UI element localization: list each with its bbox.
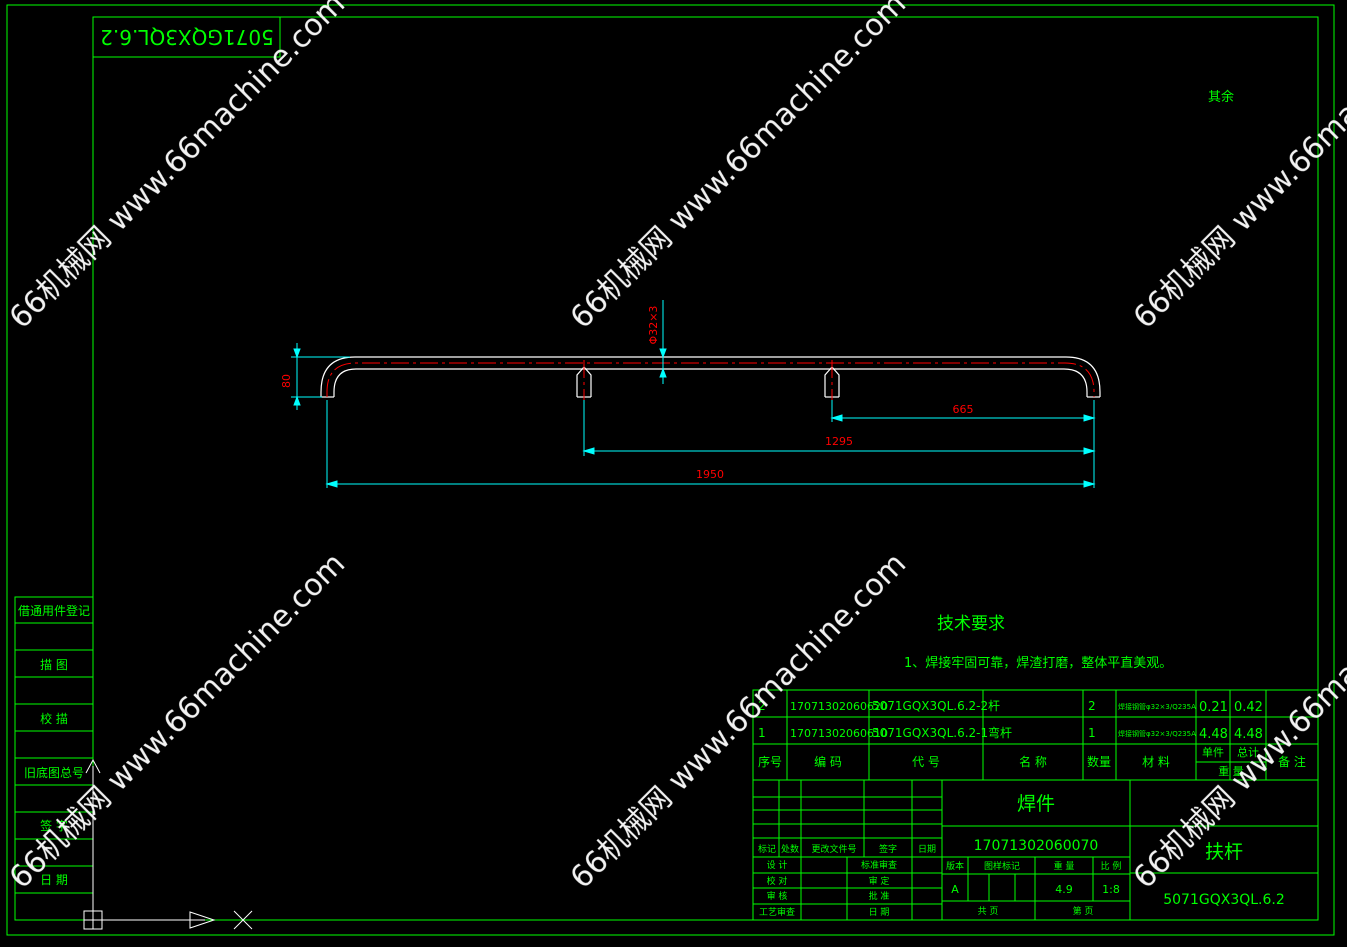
- bom-row1-material: 焊接钢管φ32×3/Q235A: [1118, 729, 1196, 738]
- sign-ratify: 批 准: [869, 890, 890, 902]
- part-code: 17071302060070: [974, 838, 1099, 854]
- rev-header-date: 日期: [918, 844, 936, 855]
- bom-row2-drawing: 5071GQX3QL.6.2-2: [872, 699, 988, 713]
- outer-frame: [6, 4, 1335, 936]
- bom-row2-qty: 2: [1088, 699, 1096, 713]
- bom-header-total: 总计: [1237, 745, 1259, 759]
- info-header-mark: 图样标记: [984, 860, 1020, 872]
- bom-row2-name: 杆: [988, 699, 1000, 713]
- bom-header-material: 材 料: [1142, 755, 1170, 769]
- info-header-version: 版本: [946, 860, 964, 872]
- rev-header-doc: 更改文件号: [811, 843, 856, 855]
- rev-header-count: 处数: [781, 843, 799, 855]
- bom-row1-unit: 4.48: [1199, 727, 1228, 742]
- reg-label-date: 日 期: [40, 873, 68, 887]
- bom-row2-code: 17071302060620: [790, 700, 888, 713]
- handrail-inner: [333, 368, 1088, 397]
- bom-header-name: 名 称: [1019, 754, 1047, 769]
- info-value-scale: 1:8: [1102, 883, 1120, 896]
- surface-roughness-note: 其余: [1208, 89, 1234, 105]
- sheet-total: 共 页: [978, 906, 999, 917]
- rev-header-mark: 标记: [758, 843, 776, 855]
- bom-header-unit: 单件: [1202, 746, 1224, 759]
- bom-row1-code: 17071302060610: [790, 727, 888, 740]
- sign-approve: 审 定: [869, 875, 890, 887]
- sign-design: 设 计: [767, 859, 788, 871]
- info-header-scale: 比 例: [1101, 860, 1122, 872]
- sign-proof: 校 对: [767, 875, 788, 887]
- mirrored-code-box: [92, 16, 281, 58]
- sign-process: 工艺审查: [759, 906, 795, 918]
- tech-requirement-1: 1、焊接牢固可靠，焊渣打磨，整体平直美观。: [904, 655, 1172, 671]
- bom-header-qty: 数量: [1087, 754, 1111, 769]
- bom-row1-no: 1: [758, 726, 766, 740]
- tech-requirements-title: 技术要求: [937, 614, 1005, 634]
- bom-header-no: 序号: [758, 754, 782, 769]
- rev-header-sign: 签字: [879, 843, 897, 855]
- info-value-weight: 4.9: [1055, 883, 1073, 896]
- sign-date: 日 期: [869, 907, 890, 918]
- reg-label-old-no: 旧底图总号: [24, 765, 84, 780]
- dim-pipe-diameter: Φ32×3: [647, 306, 660, 345]
- mirrored-code-text: 5071GQX3QL.6.2: [100, 25, 274, 49]
- registration-block: [14, 596, 94, 921]
- bom-header-weight: 重 量: [1218, 764, 1244, 778]
- bom-row1-total: 4.48: [1234, 727, 1263, 742]
- reg-label-tracing: 描 图: [40, 658, 68, 672]
- bom-row2-total: 0.42: [1234, 700, 1263, 715]
- bom-row1-name: 弯杆: [988, 725, 1012, 740]
- dimension-lines: [291, 300, 1096, 488]
- ucs-icon: [83, 758, 253, 930]
- bom-header-note: 备 注: [1278, 754, 1306, 769]
- dim-1295: 1295: [825, 435, 853, 448]
- sign-review: 审 核: [767, 890, 788, 902]
- bom-row2-material: 焊接钢管φ32×3/Q235A: [1118, 702, 1196, 711]
- reg-label-check: 校 描: [40, 711, 68, 726]
- reg-label-sign: 签 字: [40, 818, 68, 833]
- info-header-weight: 重 量: [1054, 860, 1075, 872]
- drawing-number: 5071GQX3QL.6.2: [1163, 892, 1285, 908]
- dim-height: 80: [280, 374, 293, 388]
- inner-frame: [92, 16, 1319, 921]
- sign-standard: 标准审查: [861, 859, 897, 871]
- title-block-grid: [752, 779, 1319, 921]
- dim-1950: 1950: [696, 468, 724, 481]
- reg-label-borrowed: 借通用件登记: [18, 603, 90, 618]
- handrail-outer: [320, 356, 1101, 397]
- bom-row2-no: 2: [758, 699, 766, 713]
- bom-header-code: 编 码: [814, 754, 842, 769]
- bom-row1-drawing: 5071GQX3QL.6.2-1: [872, 726, 988, 740]
- bom-header-drawing: 代 号: [912, 755, 940, 769]
- dim-665: 665: [953, 403, 974, 416]
- bom-row1-qty: 1: [1088, 726, 1096, 740]
- centerlines: [326, 360, 1095, 400]
- sheet-number: 第 页: [1073, 905, 1094, 917]
- part-name: 扶杆: [1205, 841, 1243, 863]
- info-value-version: A: [951, 883, 959, 896]
- part-type: 焊件: [1017, 793, 1055, 815]
- bom-row2-unit: 0.21: [1199, 700, 1228, 715]
